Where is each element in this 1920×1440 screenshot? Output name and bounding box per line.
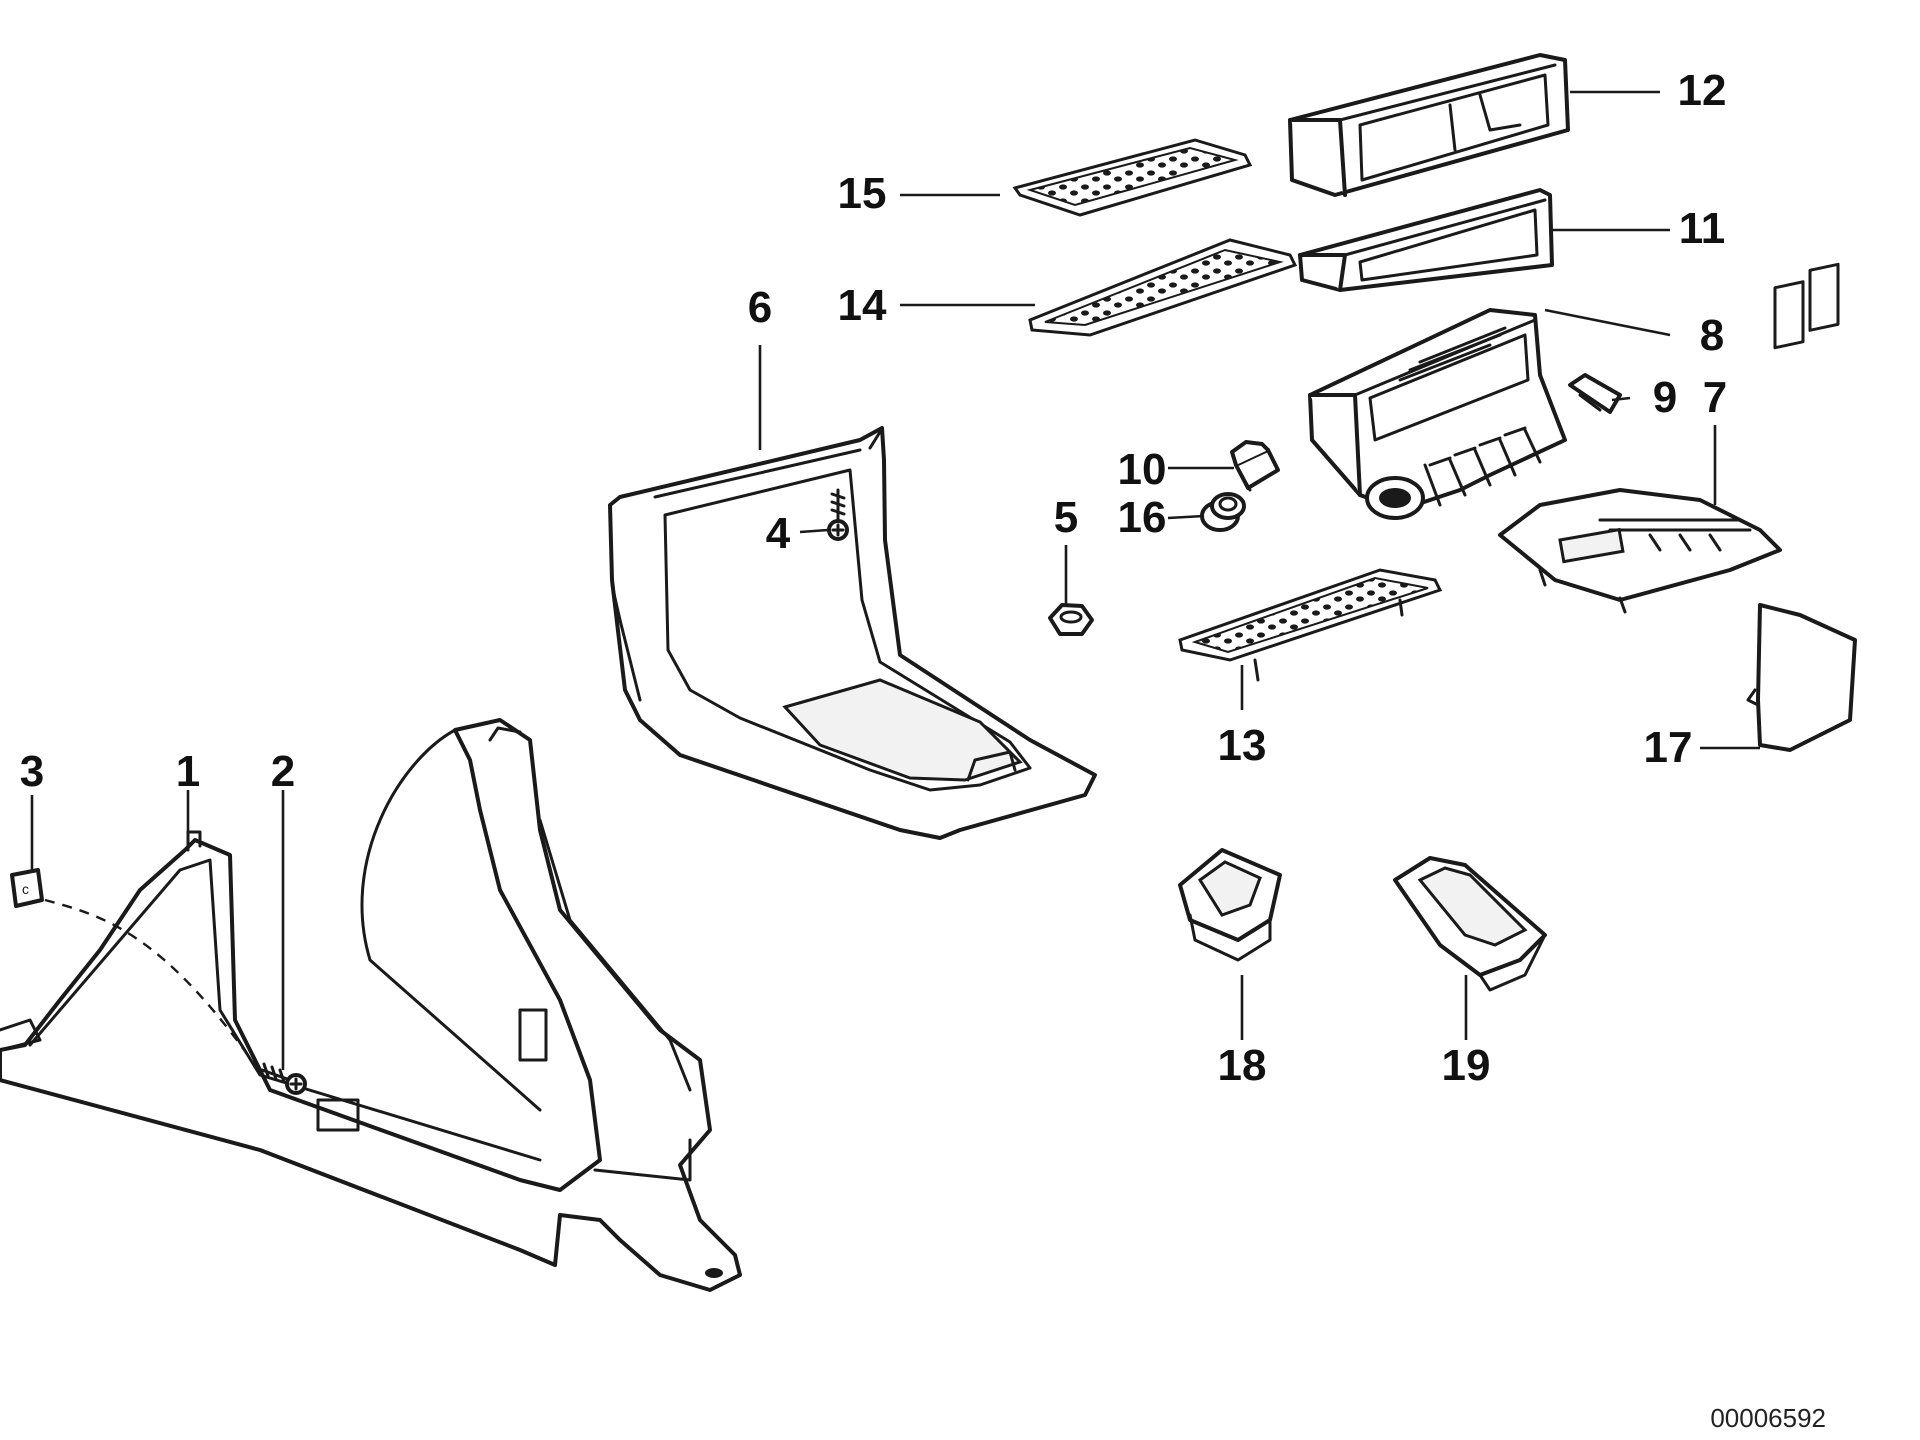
callout-16: 16	[1118, 493, 1167, 542]
callout-13: 13	[1218, 721, 1267, 770]
callout-2: 2	[271, 747, 295, 796]
svg-text:c: c	[22, 881, 29, 897]
callout-14: 14	[838, 281, 887, 330]
part-2-screw	[260, 1062, 307, 1095]
part-19-tray	[1393, 856, 1547, 992]
callout-10: 10	[1118, 445, 1167, 494]
callout-9: 9	[1653, 373, 1677, 422]
callout-17: 17	[1644, 723, 1693, 772]
part-5-nut	[1048, 603, 1094, 636]
part-16-grommet	[1200, 492, 1246, 532]
part-11-storage-tray	[1298, 188, 1554, 292]
part-15-grille	[1012, 138, 1253, 217]
part-18-cup	[1178, 848, 1282, 962]
assembly-line	[44, 898, 256, 1066]
callout-15: 15	[838, 169, 887, 218]
part-8-console-insert	[1308, 308, 1567, 520]
callout-12: 12	[1678, 66, 1727, 115]
callout-7: 7	[1703, 373, 1727, 422]
callout-labels: 1 2 3 4 5 6 7 8 9 10 11 12 13 14 15 16 1…	[20, 66, 1727, 1090]
part-6-upper-console-trim	[608, 426, 1097, 840]
callout-11: 11	[1679, 204, 1726, 253]
part-13-grille	[1178, 568, 1443, 682]
part-9-cover	[1568, 373, 1622, 414]
part-10-bush	[1230, 440, 1280, 492]
part-7-shift-plate	[1498, 488, 1782, 614]
callout-18: 18	[1218, 1041, 1267, 1090]
leader-lines	[30, 90, 1760, 1070]
callout-19: 19	[1442, 1041, 1491, 1090]
callout-5: 5	[1054, 493, 1078, 542]
part-4-screw	[827, 488, 849, 541]
part-1-lower-console-trim	[0, 718, 742, 1292]
part-17-switch-bezel	[1746, 262, 1857, 752]
callout-6: 6	[748, 283, 772, 332]
part-3-clip-nut: c	[10, 868, 44, 908]
document-id: 00006592	[1710, 1403, 1826, 1433]
callout-4: 4	[766, 509, 791, 558]
callout-1: 1	[176, 747, 200, 796]
callout-8: 8	[1700, 311, 1724, 360]
part-14-grille	[1028, 238, 1298, 337]
part-12-storage-tray	[1288, 53, 1570, 197]
callout-3: 3	[20, 747, 44, 796]
